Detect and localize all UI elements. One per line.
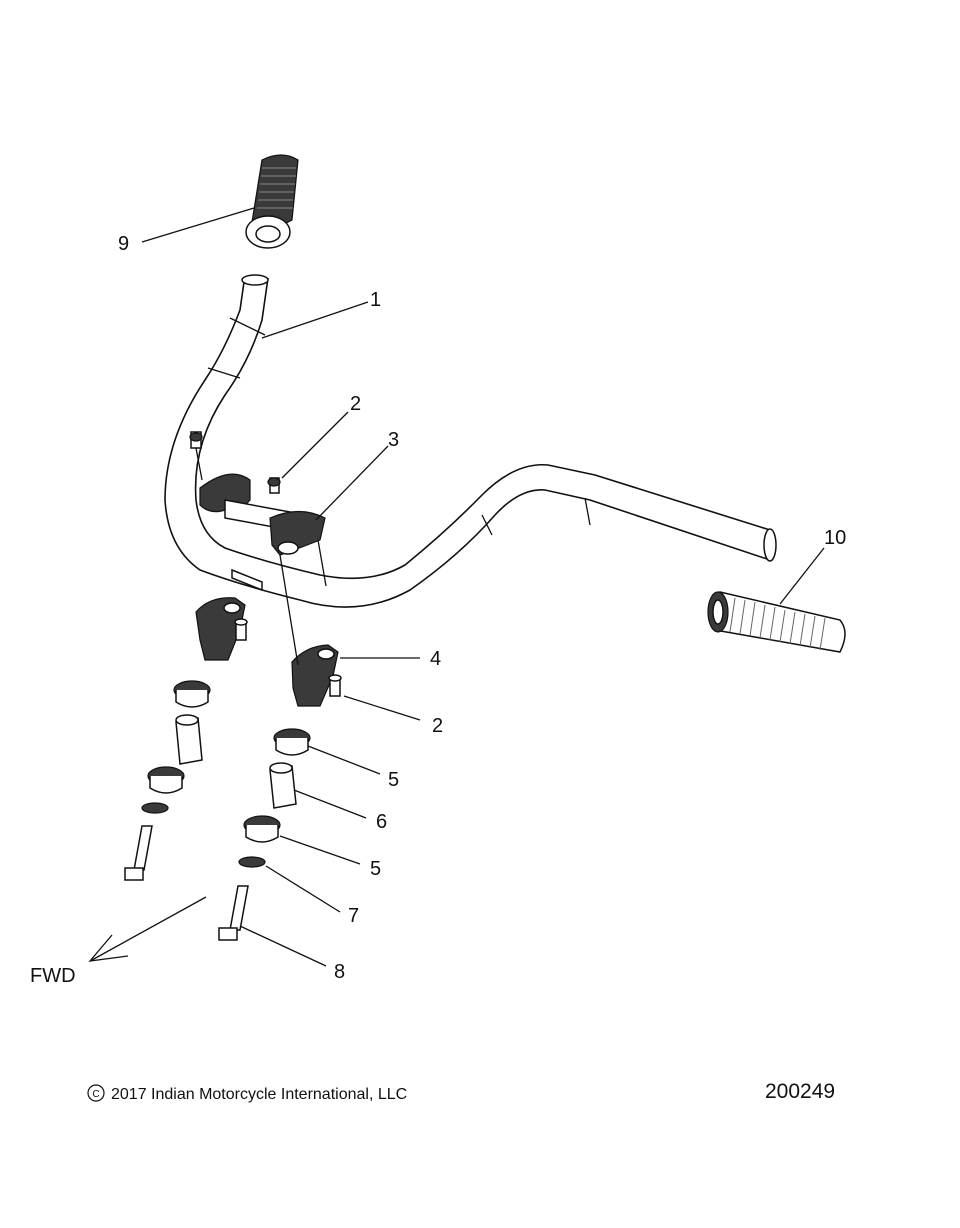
- callout-7: 7: [348, 905, 359, 927]
- forward-arrow-icon: [91, 896, 207, 961]
- left-riser: [195, 597, 248, 661]
- footer: C 2017 Indian Motorcycle International, …: [87, 1080, 835, 1103]
- copyright-icon: [87, 1084, 105, 1102]
- callout-6: 6: [376, 811, 387, 833]
- upper-clamp-assembly: [189, 431, 326, 556]
- callout-2-lower: 2: [432, 715, 443, 737]
- callout-labels: 9 1 2 3 10 4 2 5 6 5 7 8: [118, 233, 846, 983]
- left-bushing-stack: [124, 680, 211, 881]
- callout-5-upper: 5: [388, 769, 399, 791]
- callout-9: 9: [118, 233, 129, 255]
- right-riser: [279, 539, 342, 707]
- forward-direction-indicator: FWD: [30, 896, 207, 987]
- callout-4: 4: [430, 648, 441, 670]
- left-grip: [245, 154, 299, 249]
- callout-1: 1: [370, 289, 381, 311]
- diagram-id: 200249: [765, 1080, 835, 1103]
- callout-10: 10: [824, 527, 846, 549]
- handlebar: [164, 274, 777, 608]
- leader-lines: [141, 207, 825, 967]
- callout-3: 3: [388, 429, 399, 451]
- callout-2-upper: 2: [350, 393, 361, 415]
- callout-5-lower: 5: [370, 858, 381, 880]
- right-bushing-stack: [218, 728, 311, 941]
- copyright-symbol: C: [92, 1089, 99, 1100]
- forward-label: FWD: [30, 965, 76, 987]
- callout-8: 8: [334, 961, 345, 983]
- copyright-text: 2017 Indian Motorcycle International, LL…: [111, 1086, 407, 1103]
- right-grip: [707, 591, 846, 653]
